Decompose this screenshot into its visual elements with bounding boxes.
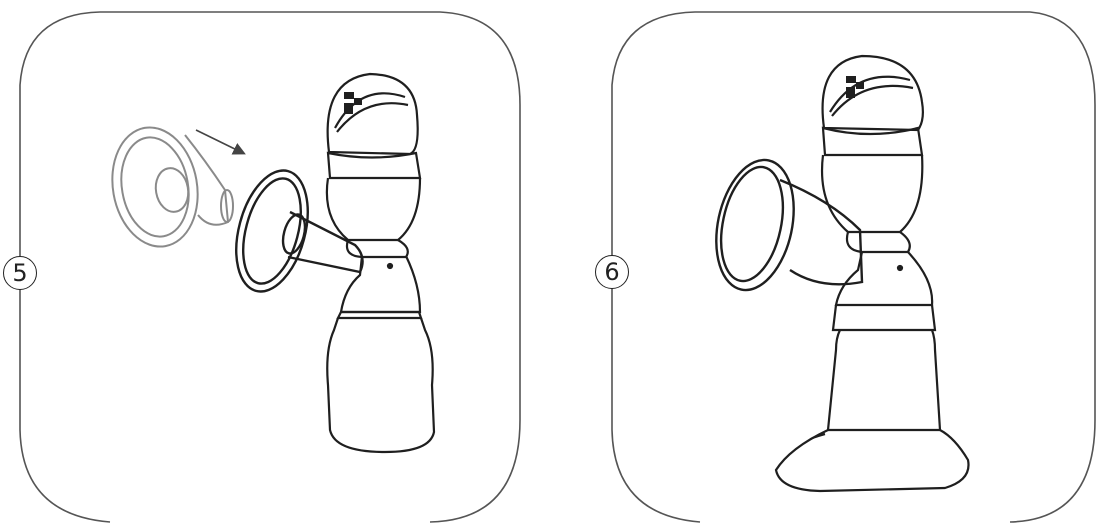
step-number: 6: [604, 260, 619, 284]
control-buttons: [846, 76, 856, 83]
middle-housing: [327, 178, 420, 240]
step-6-panel: [612, 12, 1095, 522]
breast-shield: [705, 153, 862, 298]
motor-cap: [823, 56, 923, 130]
breast-shield-ghost: [103, 121, 233, 254]
step-number-badge: 5: [3, 256, 37, 290]
neck-connector: [836, 252, 932, 305]
base-stand: [776, 430, 969, 491]
milk-bottle: [327, 318, 434, 452]
motor-cap: [328, 74, 418, 154]
pump-body: [327, 74, 434, 452]
step-5-panel: [20, 12, 520, 522]
arrow-right-down-icon: [196, 130, 243, 153]
control-buttons: [344, 92, 354, 99]
pump-body: [776, 56, 969, 491]
step-number: 5: [12, 261, 27, 285]
middle-housing: [822, 155, 922, 232]
step-number-badge: 6: [595, 255, 629, 289]
breast-shield: [224, 163, 363, 300]
neck-connector: [341, 256, 420, 312]
bottle-in-stand: [828, 330, 940, 430]
panel-frame-left: [20, 12, 520, 522]
